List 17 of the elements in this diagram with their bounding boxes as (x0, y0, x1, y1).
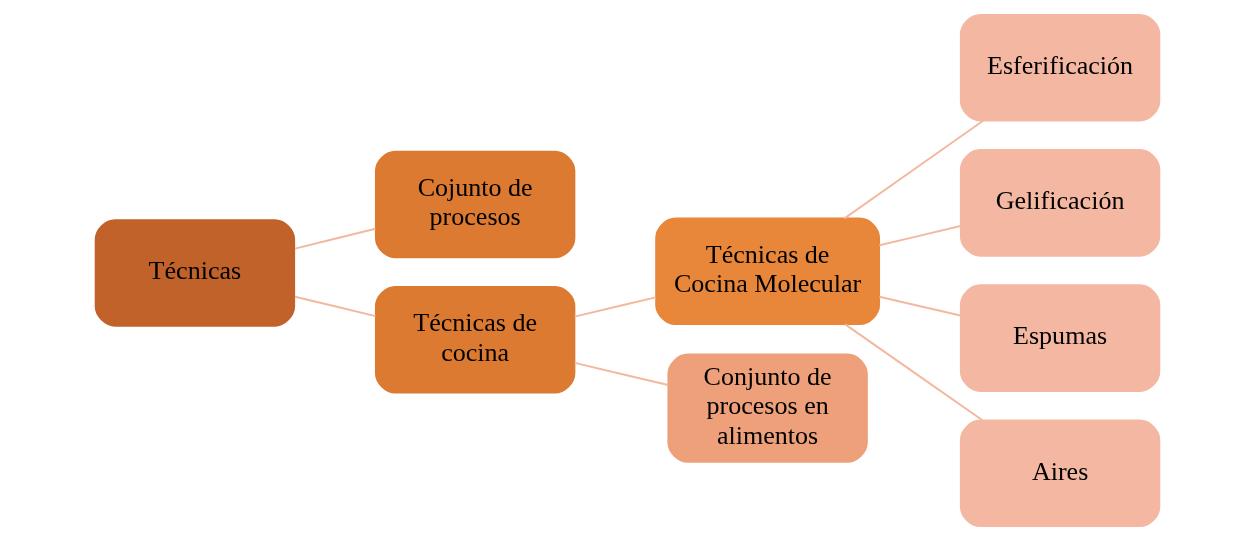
node-box: Espumas (959, 284, 1160, 392)
connector (877, 225, 961, 247)
node-box: Técnicas (94, 219, 295, 327)
node-box: Técnicas de cocina (374, 285, 575, 394)
connector (877, 295, 961, 317)
connector (843, 323, 983, 422)
node-box: Técnicas de Cocina Molecular (654, 217, 880, 326)
connector (573, 296, 657, 318)
node-box: Conjunto de procesos en alimentos (666, 353, 868, 463)
connector (293, 227, 376, 250)
connector (573, 361, 669, 387)
node-box: Cojunto de procesos (374, 150, 575, 259)
connector (293, 295, 376, 318)
node-box: Esferificación (959, 13, 1160, 122)
node-box: Aires (959, 419, 1160, 528)
connector (843, 119, 984, 220)
node-box: Gelificación (959, 149, 1160, 257)
